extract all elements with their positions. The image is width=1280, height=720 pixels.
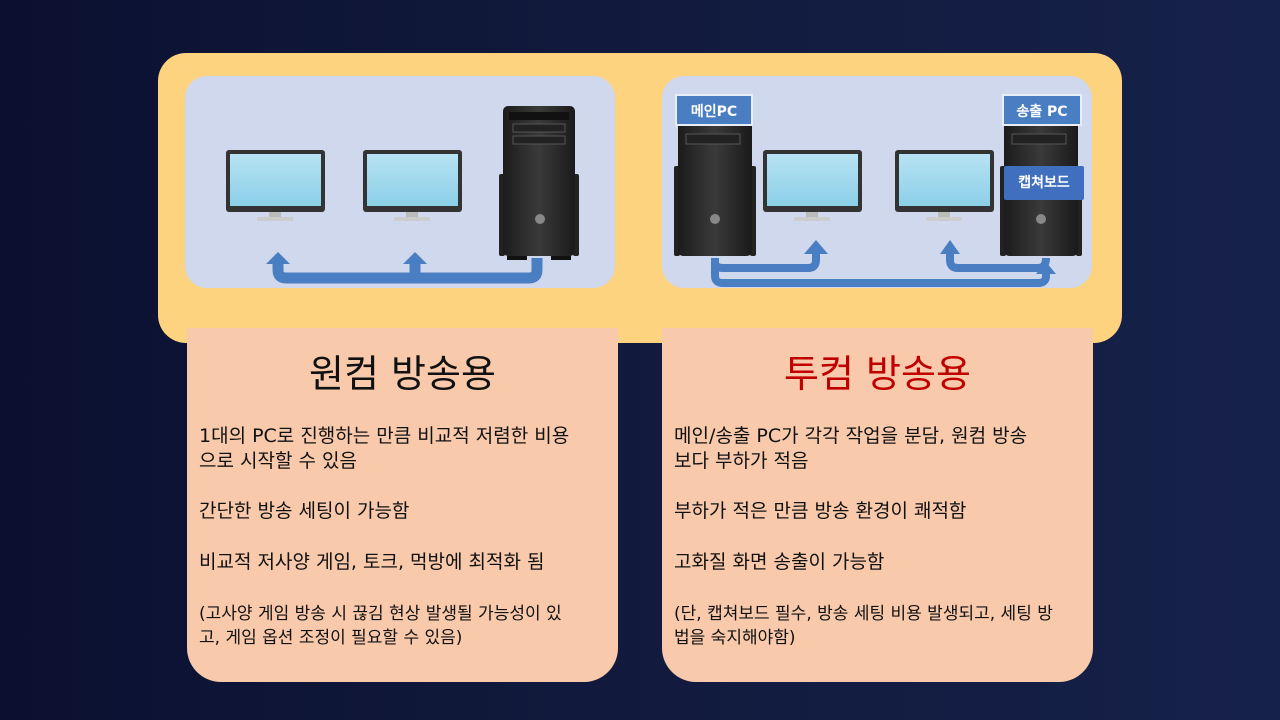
card-note: 법을 숙지해야함) xyxy=(674,628,796,648)
two-pc-diagram: 메인PC 송출 PC 캡쳐보드 xyxy=(662,76,1092,288)
pc-tower-icon xyxy=(499,106,579,260)
card-title: 투컴 방송용 xyxy=(784,352,971,396)
card-line: 부하가 적은 만큼 방송 환경이 쾌적함 xyxy=(674,500,967,522)
card-title: 원컴 방송용 xyxy=(309,352,496,396)
monitor-icon xyxy=(895,150,994,221)
main-pc-label: 메인PC xyxy=(675,94,753,126)
arrow-head xyxy=(940,240,960,254)
card-note: (고사양 게임 방송 시 끊김 현상 발생될 가능성이 있 xyxy=(199,604,562,624)
two-pc-diagram-graphic xyxy=(674,120,1082,287)
monitor-icon xyxy=(363,150,462,221)
card-line: 으로 시작할 수 있음 xyxy=(199,450,357,472)
card-line: 보다 부하가 적음 xyxy=(674,450,809,472)
two-pc-card: 투컴 방송용 메인/송출 PC가 각각 작업을 분담, 원컴 방송 보다 부하가… xyxy=(662,328,1093,682)
card-line: 비교적 저사양 게임, 토크, 먹방에 최적화 됨 xyxy=(199,551,545,573)
arrow-head xyxy=(1036,262,1056,274)
monitor-icon xyxy=(226,150,325,221)
monitor-icon xyxy=(763,150,862,221)
one-pc-diagram-graphic xyxy=(226,106,579,284)
arrow-head xyxy=(804,240,828,254)
stream-pc-label: 송출 PC xyxy=(1002,94,1082,126)
capture-board-label: 캡쳐보드 xyxy=(1004,166,1084,200)
connection-arrow xyxy=(711,252,1050,287)
one-pc-diagram xyxy=(185,76,615,288)
card-line: 간단한 방송 세팅이 가능함 xyxy=(199,500,410,522)
arrow-head xyxy=(266,252,290,264)
main-pc-tower-icon xyxy=(674,120,756,256)
card-note: (단, 캡쳐보드 필수, 방송 세팅 비용 발생되고, 세팅 방 xyxy=(674,604,1053,624)
card-note: 고, 게임 옵션 조정이 필요할 수 있음) xyxy=(199,628,463,648)
card-line: 고화질 화면 송출이 가능함 xyxy=(674,551,885,573)
one-pc-card: 원컴 방송용 1대의 PC로 진행하는 만큼 비교적 저렴한 비용 으로 시작할… xyxy=(187,328,618,682)
card-line: 1대의 PC로 진행하는 만큼 비교적 저렴한 비용 xyxy=(199,425,570,447)
arrow-head xyxy=(403,252,427,264)
card-line: 메인/송출 PC가 각각 작업을 분담, 원컴 방송 xyxy=(674,425,1028,447)
